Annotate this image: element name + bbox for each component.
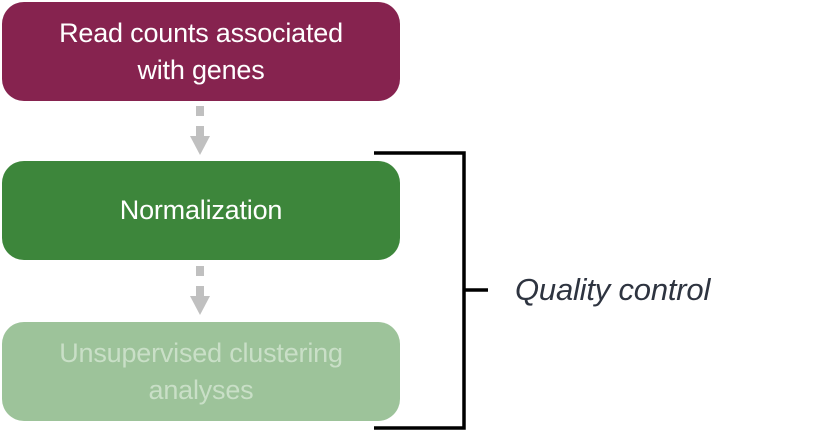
step-label-line1: Read counts associated (59, 17, 343, 48)
step-label-line2: with genes (137, 54, 265, 85)
step-unsupervised-clustering: Unsupervised clustering analyses (2, 322, 400, 421)
bracket (374, 151, 488, 430)
step-label-line1: Unsupervised clustering (59, 337, 343, 368)
step-label-line2: analyses (148, 374, 254, 405)
step-read-counts: Read counts associated with genes (2, 2, 400, 101)
step-label-line1: Normalization (119, 195, 283, 225)
step-normalization: Normalization (2, 161, 400, 260)
arrow-down-icon (190, 106, 210, 155)
arrow-down-icon (190, 266, 210, 315)
quality-control-label: Quality control (515, 272, 711, 307)
